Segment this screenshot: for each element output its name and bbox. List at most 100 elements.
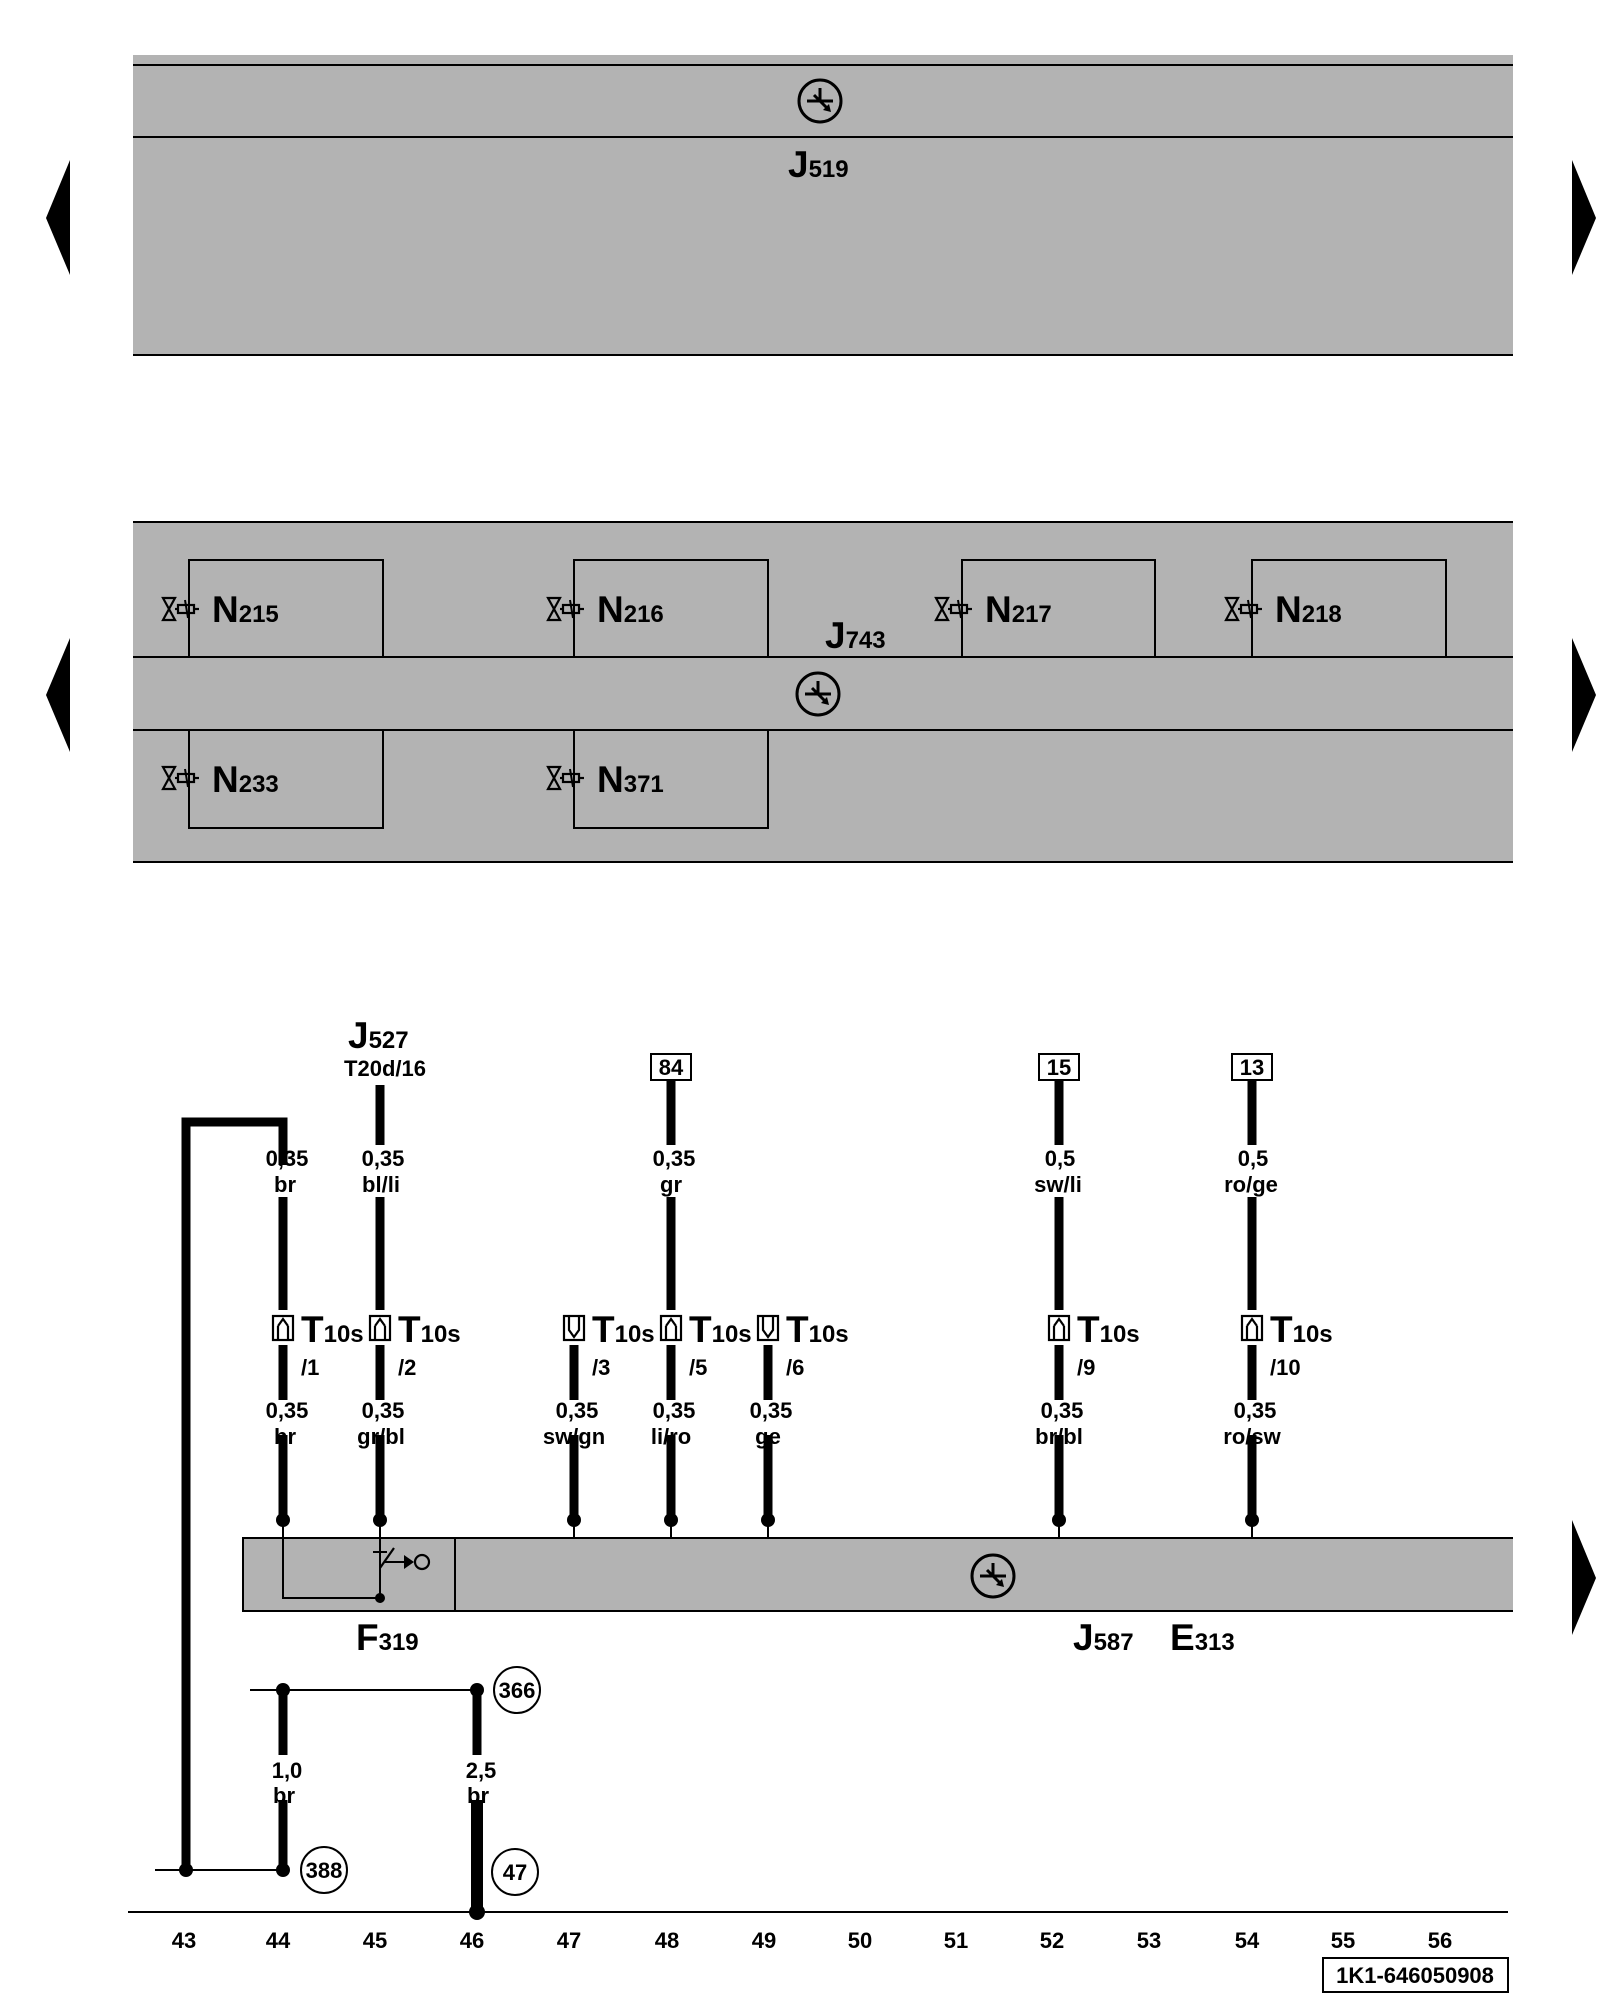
connector-pin-icon <box>756 1314 780 1342</box>
connector-pin: /3 <box>592 1355 610 1380</box>
arrow-left-icon[interactable] <box>46 160 70 275</box>
wire-color: br <box>274 1424 296 1449</box>
svg-text:T10s: T10s <box>786 1309 849 1350</box>
wire-size: 0,35 <box>750 1398 793 1423</box>
svg-text:F319: F319 <box>356 1617 419 1658</box>
wire-color: br <box>274 1172 296 1197</box>
wire-size: 0,35 <box>1234 1398 1277 1423</box>
svg-text:T10s: T10s <box>398 1309 461 1350</box>
column-number: 55 <box>1331 1928 1355 1953</box>
svg-text:T10s: T10s <box>1270 1309 1333 1350</box>
wire-color: br <box>273 1783 295 1808</box>
column-number: 45 <box>363 1928 387 1953</box>
ref-box-84 <box>650 1053 692 1081</box>
connector-pin: /1 <box>301 1355 319 1380</box>
svg-text:J527: J527 <box>348 1015 409 1056</box>
column-number: 51 <box>944 1928 968 1953</box>
wire-color: br/bl <box>1035 1424 1083 1449</box>
wire-col-49 <box>761 1345 775 1538</box>
svg-text:388: 388 <box>306 1858 343 1883</box>
wire-color: gr <box>660 1172 682 1197</box>
doc-id: 1K1-646050908 <box>1336 1963 1494 1988</box>
j519-num: 519 <box>809 156 849 183</box>
wire-size: 0,35 <box>653 1398 696 1423</box>
connector-pin: /2 <box>398 1355 416 1380</box>
ref-box-15-label: 15 <box>1047 1055 1071 1080</box>
svg-text:J587: J587 <box>1073 1617 1134 1658</box>
ground-ref-47 <box>491 1848 539 1896</box>
j743-control-unit: J743 N215 N216 N217 N218 N233 <box>133 521 1513 863</box>
svg-text:E313: E313 <box>1170 1617 1235 1658</box>
wiring-section: J527 T20d/16 84 15 13 0,35 br 0,35 bl/li… <box>128 1015 1513 1920</box>
arrow-right-icon[interactable] <box>1572 160 1596 275</box>
wire-size: 0,35 <box>266 1398 309 1423</box>
j519-code: J <box>788 144 809 185</box>
connector-pin: /10 <box>1270 1355 1301 1380</box>
column-number: 48 <box>655 1928 679 1953</box>
column-number: 47 <box>557 1928 581 1953</box>
e313-code: E <box>1170 1617 1195 1658</box>
j587-control-unit <box>242 1522 1513 1612</box>
wire-size: 0,35 <box>653 1146 696 1171</box>
connector-row: T10s /1 T10s /2 T10s /3 T10s /5 T10s /6 … <box>271 1309 1333 1380</box>
j743-code: J <box>825 615 846 656</box>
valve-n216: N216 <box>546 559 769 657</box>
ref-box-15 <box>1038 1053 1080 1081</box>
valve-n218: N218 <box>1224 559 1447 657</box>
column-number: 46 <box>460 1928 484 1953</box>
j743-num: 743 <box>846 627 886 654</box>
valve-n233: N233 <box>161 730 384 829</box>
connector-pin-icon <box>368 1314 392 1342</box>
column-number: 56 <box>1428 1928 1452 1953</box>
connector-pin-icon <box>271 1314 295 1342</box>
wire-col-47 <box>567 1345 581 1538</box>
connector-pin: /6 <box>786 1355 804 1380</box>
svg-text:J743: J743 <box>825 615 886 656</box>
column-number: 52 <box>1040 1928 1064 1953</box>
svg-text:J519: J519 <box>788 144 849 185</box>
svg-text:N217: N217 <box>985 589 1052 630</box>
wire-color: bl/li <box>362 1172 400 1197</box>
ref-box-13 <box>1231 1053 1273 1081</box>
connector-pin-icon <box>562 1314 586 1342</box>
f319-num: 319 <box>379 1629 419 1656</box>
wire-color: ro/ge <box>1224 1172 1278 1197</box>
f319-code: F <box>356 1617 379 1658</box>
valve-n371: N371 <box>546 730 769 829</box>
wire-color: ge <box>755 1424 781 1449</box>
column-number: 44 <box>266 1928 291 1953</box>
j527-connector: T20d/16 <box>344 1056 426 1081</box>
lower-wire-labels: 0,35 br 0,35 gr/bl 0,35 sw/gn 0,35 li/ro… <box>266 1398 1282 1449</box>
connector-pin-icon <box>1047 1314 1071 1342</box>
svg-text:N215: N215 <box>212 589 279 630</box>
svg-text:N233: N233 <box>212 759 279 800</box>
column-number: 53 <box>1137 1928 1161 1953</box>
valve-n215: N215 <box>161 559 384 657</box>
column-number: 43 <box>172 1928 196 1953</box>
arrow-left-icon[interactable] <box>46 638 70 752</box>
svg-text:T10s: T10s <box>1077 1309 1140 1350</box>
column-number: 54 <box>1235 1928 1260 1953</box>
svg-text:T10s: T10s <box>592 1309 655 1350</box>
arrow-right-icon[interactable] <box>1572 638 1596 752</box>
ref-box-84-label: 84 <box>659 1055 684 1080</box>
wire-size: 0,35 <box>362 1398 405 1423</box>
wire-size: 0,35 <box>1041 1398 1084 1423</box>
e313-num: 313 <box>1195 1629 1235 1656</box>
wire-col-44 <box>181 1117 290 1870</box>
arrow-right-icon[interactable] <box>1572 1520 1596 1635</box>
connector-pin-icon <box>1240 1314 1264 1342</box>
wire-color: br <box>467 1783 489 1808</box>
wire-col-52 <box>1052 1080 1066 1538</box>
j527-code: J <box>348 1015 369 1056</box>
column-number: 49 <box>752 1928 776 1953</box>
svg-text:T10s: T10s <box>301 1309 364 1350</box>
ref-box-13-label: 13 <box>1240 1055 1264 1080</box>
ground-wiring: 1,0 br 2,5 br 366 388 47 <box>155 1666 541 1920</box>
wire-size: 0,5 <box>1238 1146 1269 1171</box>
wire-color: ro/sw <box>1223 1424 1281 1449</box>
column-numbers: 43 44 45 46 47 48 49 50 51 52 53 54 55 5… <box>172 1928 1452 1953</box>
j527-num: 527 <box>369 1027 409 1054</box>
upper-wire-labels: 0,35 br 0,35 bl/li 0,35 gr 0,5 sw/li 0,5… <box>266 1146 1278 1197</box>
connector-pin-icon <box>659 1314 683 1342</box>
